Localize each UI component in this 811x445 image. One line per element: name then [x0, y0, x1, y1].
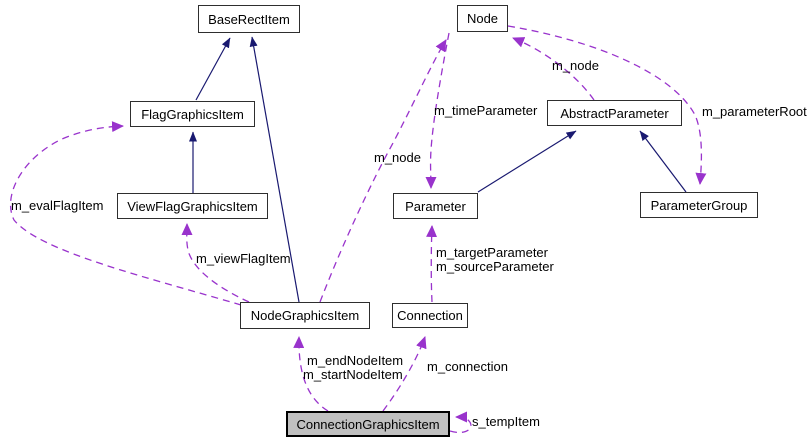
class-box-flaggraphicsitem[interactable]: FlagGraphicsItem [130, 101, 255, 127]
edge-label-sourceparameter: m_sourceParameter [436, 259, 554, 274]
edge-label-targetparameter: m_targetParameter [436, 245, 548, 260]
edge-flaggraphicsitem-baserectitem [195, 37, 231, 101]
edge-label-parameterroot: m_parameterRoot [702, 104, 807, 119]
class-box-connection[interactable]: Connection [392, 303, 468, 328]
edge-ngi-node [319, 39, 447, 303]
edge-label-connection: m_connection [427, 359, 508, 374]
edge-parameterroot [507, 25, 707, 185]
edge-cgi-connection [382, 336, 427, 412]
class-box-abstractparameter[interactable]: AbstractParameter [547, 100, 682, 126]
edge-abstractparameter-node [512, 37, 595, 101]
edge-label-endnodeitem: m_endNodeItem [307, 353, 404, 368]
edge-label-startnodeitem: m_startNodeItem [303, 367, 403, 382]
class-box-connectiongraphicsitem: ConnectionGraphicsItem [286, 411, 450, 437]
edge-label-viewflagitem: m_viewFlagItem [196, 251, 291, 266]
class-box-node[interactable]: Node [457, 5, 508, 32]
edge-parameter-abstractparameter [477, 130, 577, 193]
edge-label-abstractparameter-node: m_node [552, 58, 599, 73]
edge-label-tempitem: s_tempItem [472, 414, 540, 429]
edge-viewflagitem [181, 223, 250, 303]
edge-timeparameter [425, 32, 450, 189]
edge-nodegraphicsitem-baserectitem [249, 36, 300, 303]
class-box-parametergroup[interactable]: ParameterGroup [640, 192, 758, 218]
class-box-parameter[interactable]: Parameter [393, 193, 478, 219]
edge-connection-parameter [426, 225, 438, 303]
edge-label-ngi-node: m_node [374, 150, 421, 165]
class-box-nodegraphicsitem[interactable]: NodeGraphicsItem [240, 302, 370, 329]
class-box-baserectitem[interactable]: BaseRectItem [198, 5, 300, 33]
edge-label-evalflagitem: m_evalFlagItem [11, 198, 104, 213]
edge-evalflagitem [9, 121, 242, 306]
class-box-viewflaggraphicsitem[interactable]: ViewFlagGraphicsItem [117, 193, 268, 219]
edge-tempitem-selfloop [449, 411, 472, 434]
edge-cgi-nodegraphicsitem [293, 336, 329, 412]
edge-label-timeparameter: m_timeParameter [434, 103, 538, 118]
edge-parametergroup-abstractparameter [639, 130, 687, 193]
